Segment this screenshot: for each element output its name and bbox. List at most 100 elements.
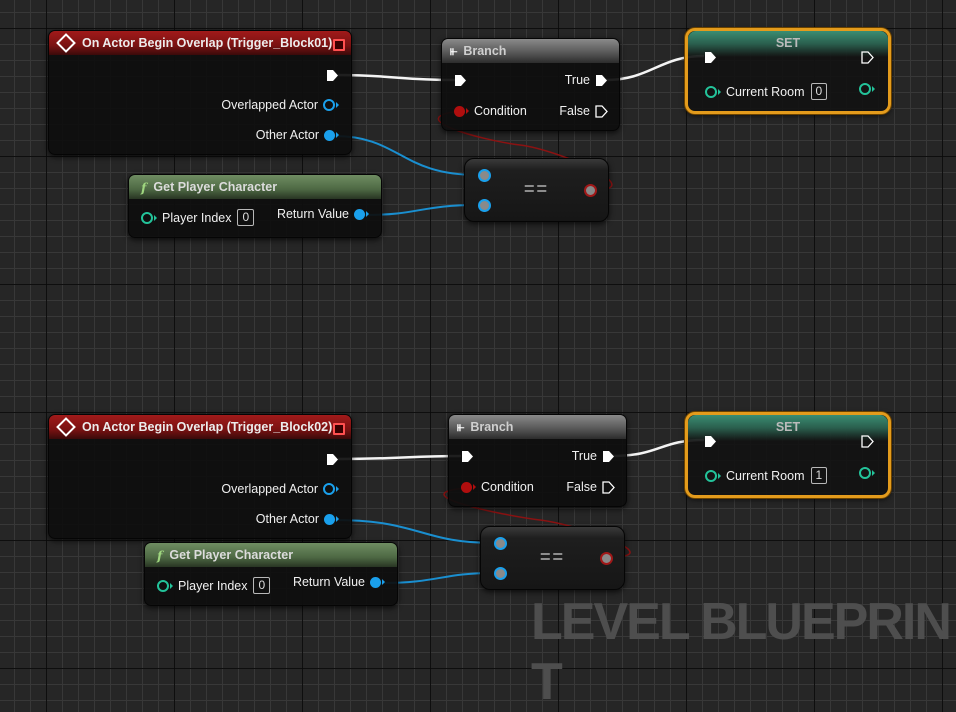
pin-arrow-icon [336,516,339,522]
pin-arrow-icon [336,102,339,108]
pin-arrow-icon [473,484,476,490]
pin-arrow-icon [336,132,339,138]
integer-pin-icon[interactable] [705,469,717,482]
branch-node-header: ⫦ Branch [449,415,626,439]
equals-node-2[interactable]: == [480,526,625,590]
branch-node-title: Branch [463,44,507,58]
false-output-row: False [559,104,608,118]
current-room-value-input[interactable]: 1 [810,467,828,484]
pin-row-overlapped-actor: Overlapped Actor [221,98,339,112]
pin-arrow-icon [382,579,385,585]
branch-node-title: Branch [470,420,514,434]
get-player-character-node-2[interactable]: f Get Player Character Player Index 0 Re… [144,542,398,606]
condition-label: Condition [481,480,534,494]
exec-input-pin[interactable] [461,450,474,463]
current-room-input-row: Current Room 0 [705,83,828,100]
exec-output-pin[interactable] [861,51,874,64]
function-node-header: f Get Player Character [145,543,397,567]
return-value-label: Return Value [292,575,365,589]
boolean-output-pin[interactable] [600,552,613,565]
exec-wire [337,454,462,461]
integer-pin-icon[interactable] [157,579,169,592]
object-pin-icon[interactable] [323,99,335,111]
function-icon: f [141,179,147,195]
equals-operator-label: == [540,547,566,567]
pin-arrow-icon [718,88,721,95]
function-node-header: f Get Player Character [129,175,381,199]
object-pin-icon[interactable] [354,208,365,220]
exec-true-pin[interactable] [595,74,608,87]
pin-label: Other Actor [255,512,319,526]
pin-label: Overlapped Actor [221,482,318,496]
boolean-pin-icon[interactable] [461,481,472,493]
variable-label: Current Room [726,84,805,99]
object-input-pin-a[interactable] [494,537,507,550]
set-node-title: SET [688,415,888,441]
event-node-overlap-2[interactable]: On Actor Begin Overlap (Trigger_Block02)… [48,414,352,539]
set-node-current-room-1[interactable]: SET Current Room 0 [685,28,891,114]
object-input-pin-a[interactable] [478,169,491,182]
variable-label: Current Room [726,468,805,483]
function-node-title: Get Player Character [169,548,294,562]
object-pin-icon[interactable] [324,129,335,141]
integer-pin-icon[interactable] [705,85,717,98]
function-icon: f [157,547,163,563]
current-room-output-row [859,83,875,95]
event-diamond-icon [56,33,76,53]
pin-row-other-actor: Other Actor [256,512,339,526]
branch-icon: ⫦ [457,419,465,434]
equals-operator-label: == [524,179,550,199]
branch-node-header: ⫦ Branch [442,39,619,63]
current-room-input-row: Current Room 1 [705,467,828,484]
false-output-row: False [566,480,615,494]
exec-false-pin[interactable] [595,104,608,118]
condition-input-row: Condition [454,104,527,118]
get-player-character-node-1[interactable]: f Get Player Character Player Index 0 Re… [128,174,382,238]
pin-arrow-icon [466,108,469,114]
player-index-input[interactable]: 0 [253,577,271,594]
event-node-title: On Actor Begin Overlap (Trigger_Block02) [82,420,333,434]
event-node-overlap-1[interactable]: On Actor Begin Overlap (Trigger_Block01)… [48,30,352,155]
equals-node-1[interactable]: == [464,158,609,222]
player-index-input[interactable]: 0 [237,209,255,226]
pin-arrow-icon [718,472,721,479]
exec-wire [337,73,456,82]
return-value-label: Return Value [276,207,349,221]
pin-arrow-icon [872,470,875,476]
player-index-row: Player Index 0 [157,577,271,594]
exec-input-pin[interactable] [704,435,717,448]
object-input-pin-b[interactable] [494,567,507,580]
integer-pin-icon[interactable] [141,211,153,224]
exec-true-pin[interactable] [602,450,615,463]
event-diamond-icon [56,417,76,437]
true-output-row: True [565,73,608,87]
exec-output-pin[interactable] [326,69,339,82]
pin-arrow-icon [336,486,339,492]
pin-arrow-icon [872,86,875,92]
condition-input-row: Condition [461,480,534,494]
pin-arrow-icon [366,211,369,217]
exec-input-pin[interactable] [454,74,467,87]
return-value-row: Return Value [277,207,369,221]
object-pin-icon[interactable] [324,513,335,525]
object-pin-icon[interactable] [370,576,381,588]
exec-output-pin[interactable] [861,435,874,448]
object-input-pin-b[interactable] [478,199,491,212]
object-pin-icon[interactable] [323,483,335,495]
boolean-output-pin[interactable] [584,184,597,197]
branch-node-1[interactable]: ⫦ Branch True Condition False [441,38,620,131]
function-node-title: Get Player Character [153,180,278,194]
exec-output-pin[interactable] [326,453,339,466]
set-node-current-room-2[interactable]: SET Current Room 1 [685,412,891,498]
exec-input-pin[interactable] [704,51,717,64]
exec-false-pin[interactable] [602,480,615,494]
player-index-row: Player Index 0 [141,209,255,226]
pin-label: Overlapped Actor [221,98,318,112]
integer-output-pin-icon[interactable] [859,83,871,95]
branch-node-2[interactable]: ⫦ Branch True Condition False [448,414,627,507]
boolean-pin-icon[interactable] [454,105,465,117]
integer-output-pin-icon[interactable] [859,467,871,479]
current-room-output-row [859,467,875,479]
event-node-header: On Actor Begin Overlap (Trigger_Block01) [49,31,351,55]
current-room-value-input[interactable]: 0 [810,83,828,100]
